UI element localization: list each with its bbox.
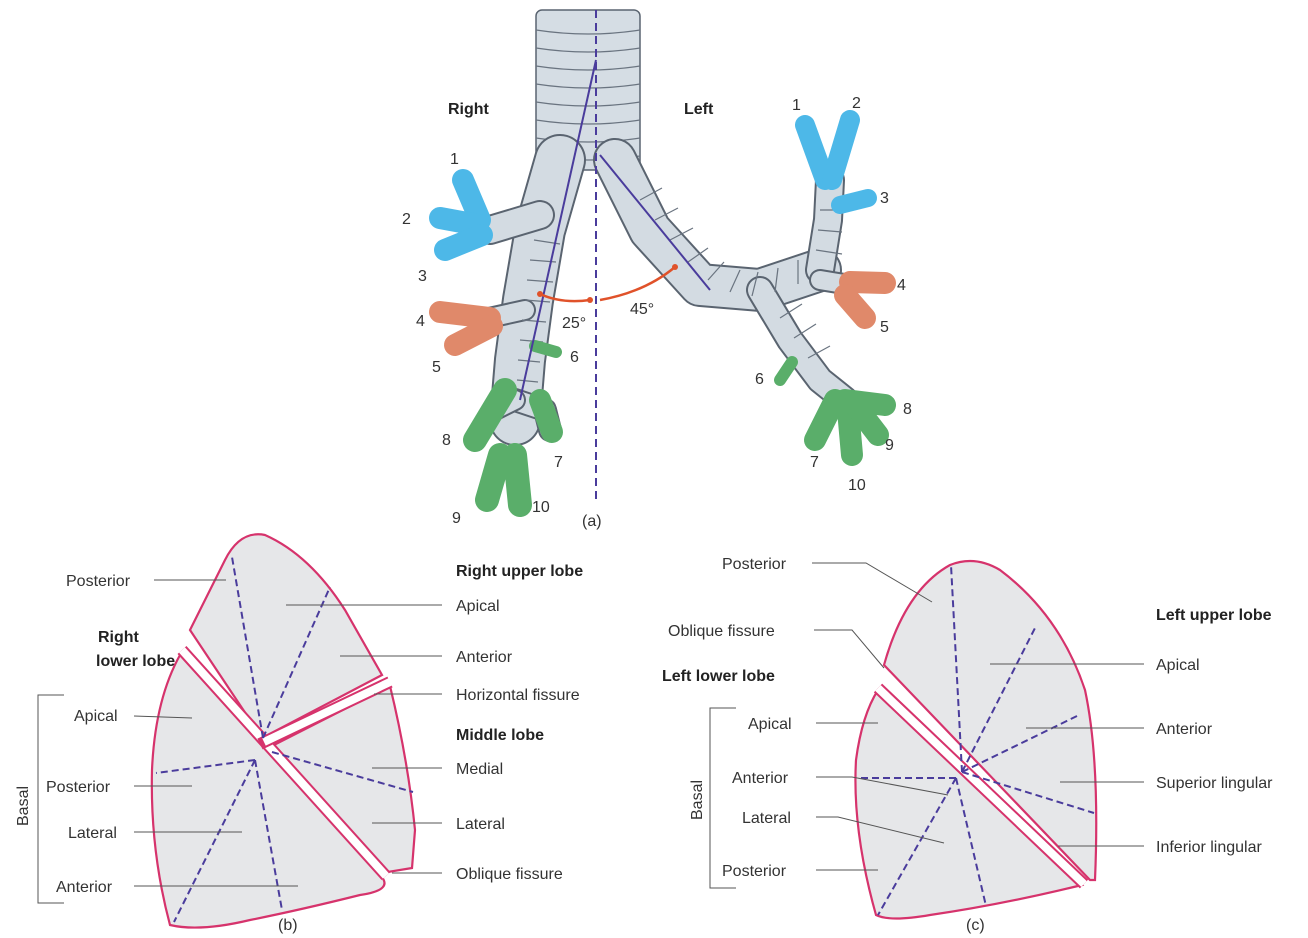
seg-label-posterior: Posterior	[722, 556, 787, 573]
left-seg-number: 2	[852, 95, 861, 112]
right-seg-number: 1	[450, 151, 459, 168]
left-seg-number: 8	[903, 401, 912, 418]
seg-label-superior-lingular: Superior lingular	[1156, 775, 1273, 792]
right-side-label: Right	[448, 101, 490, 118]
left-upper-lobe-title: Left upper lobe	[1156, 607, 1272, 624]
right-seg-number: 7	[554, 454, 563, 471]
seg-label-posterior-basal: Posterior	[722, 863, 787, 880]
seg-label-inferior-lingular: Inferior lingular	[1156, 839, 1263, 856]
right-middle-segment-bronchi	[440, 312, 492, 345]
right-lung-panel: Right upper lobe Right lower lobe Middle…	[15, 534, 583, 934]
panel-b-caption: (b)	[278, 917, 298, 934]
left-lower-lobe-title: Left lower lobe	[662, 668, 775, 685]
left-seg-number: 7	[810, 454, 819, 471]
right-lower-lobe-title: lower lobe	[96, 653, 175, 670]
right-upper-lobe-title: Right upper lobe	[456, 563, 583, 580]
fissure-label-oblique: Oblique fissure	[668, 623, 775, 640]
seg-label-anterior-basal: Anterior	[56, 879, 113, 896]
left-lingular-segment-bronchi	[845, 282, 885, 318]
seg-label-apical: Apical	[456, 598, 500, 615]
left-seg-number: 10	[848, 477, 866, 494]
seg-label-anterior: Anterior	[1156, 721, 1213, 738]
seg-label-posterior-basal: Posterior	[46, 779, 111, 796]
bronchial-tree-panel: Right Left 25° 45° (a) 1 2 3 4 5 6 7 8 9…	[402, 10, 912, 530]
left-angle-value: 45°	[630, 301, 654, 318]
seg-label-anterior-basal: Anterior	[732, 770, 789, 787]
seg-label-posterior: Posterior	[66, 573, 131, 590]
right-upper-segment-bronchi	[440, 180, 482, 250]
seg-label-lateral: Lateral	[456, 816, 505, 833]
seg-label-medial: Medial	[456, 761, 503, 778]
left-bronchus-axis	[600, 155, 710, 290]
left-seg-number: 9	[885, 437, 894, 454]
left-seg-number: 3	[880, 190, 889, 207]
right-angle-value: 25°	[562, 315, 586, 332]
right-lower-lobe-title: Right	[98, 629, 140, 646]
fissure-label-horizontal: Horizontal fissure	[456, 687, 580, 704]
seg-label-lateral-basal: Lateral	[68, 825, 117, 842]
seg-label-anterior: Anterior	[456, 649, 513, 666]
left-lung-panel: Left upper lobe Left lower lobe Basal Po…	[662, 556, 1273, 934]
seg-label-apical: Apical	[1156, 657, 1200, 674]
basal-bracket-label: Basal	[15, 786, 32, 826]
seg-label-apical: Apical	[74, 708, 118, 725]
left-side-label: Left	[684, 101, 714, 118]
right-seg-number: 9	[452, 510, 461, 527]
basal-bracket-label: Basal	[689, 780, 706, 820]
seg-label-apical: Apical	[748, 716, 792, 733]
seg-label-lateral-basal: Lateral	[742, 810, 791, 827]
right-seg-number: 6	[570, 349, 579, 366]
right-seg-number: 4	[416, 313, 425, 330]
right-seg-number: 5	[432, 359, 441, 376]
left-seg-number: 5	[880, 319, 889, 336]
right-seg-number: 10	[532, 499, 550, 516]
right-seg-number: 3	[418, 268, 427, 285]
panel-a-caption: (a)	[582, 513, 602, 530]
right-seg-number: 2	[402, 211, 411, 228]
left-seg-number: 1	[792, 97, 801, 114]
fissure-label-oblique: Oblique fissure	[456, 866, 563, 883]
left-bronchial-tree	[615, 160, 850, 400]
panel-c-caption: (c)	[966, 917, 985, 934]
left-seg-number: 4	[897, 277, 906, 294]
left-seg-number: 6	[755, 371, 764, 388]
right-seg-number: 8	[442, 432, 451, 449]
middle-lobe-title: Middle lobe	[456, 727, 544, 744]
